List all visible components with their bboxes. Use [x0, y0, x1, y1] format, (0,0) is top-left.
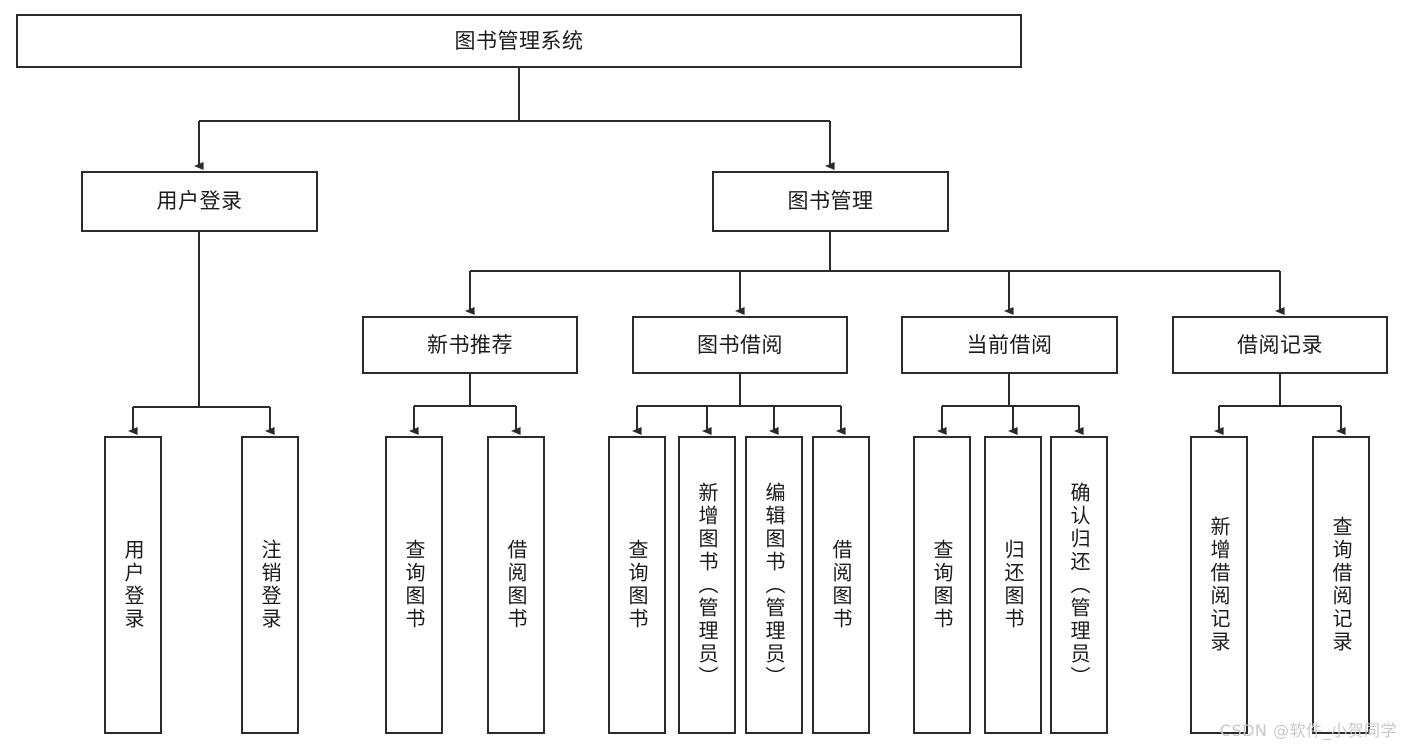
node-leaf-query-book-recommend-label: 查询图书 [402, 539, 426, 631]
node-borrow-record[interactable]: 借阅记录 [1172, 316, 1388, 374]
node-leaf-query-borrow-record[interactable]: 查询借阅记录 [1312, 436, 1370, 734]
node-leaf-edit-book-admin-label: 编辑图书（管理员） [762, 481, 786, 689]
node-leaf-user-logout[interactable]: 注销登录 [241, 436, 299, 734]
node-leaf-confirm-return-admin[interactable]: 确认归还（管理员） [1050, 436, 1108, 734]
node-leaf-query-borrow-record-label: 查询借阅记录 [1329, 516, 1353, 654]
node-current-borrow[interactable]: 当前借阅 [901, 316, 1118, 374]
node-leaf-query-book-current[interactable]: 查询图书 [913, 436, 971, 734]
node-leaf-add-book-admin-label: 新增图书（管理员） [695, 481, 719, 689]
node-leaf-borrow-book-borrow[interactable]: 借阅图书 [812, 436, 870, 734]
node-leaf-query-book-borrow[interactable]: 查询图书 [608, 436, 666, 734]
node-new-book-recommend[interactable]: 新书推荐 [362, 316, 578, 374]
node-leaf-user-login-label: 用户登录 [121, 539, 145, 631]
node-leaf-confirm-return-admin-label: 确认归还（管理员） [1067, 481, 1091, 689]
node-leaf-add-borrow-record-label: 新增借阅记录 [1207, 516, 1231, 654]
node-borrow-record-label: 借阅记录 [1237, 332, 1323, 357]
node-user-login-label: 用户登录 [156, 189, 243, 214]
node-leaf-borrow-book-recommend[interactable]: 借阅图书 [487, 436, 545, 734]
node-leaf-borrow-book-recommend-label: 借阅图书 [504, 539, 528, 631]
node-user-login[interactable]: 用户登录 [81, 171, 318, 232]
node-root-system-label: 图书管理系统 [454, 28, 584, 53]
node-leaf-user-logout-label: 注销登录 [258, 539, 282, 631]
node-leaf-return-book-label: 归还图书 [1001, 539, 1025, 631]
node-leaf-edit-book-admin[interactable]: 编辑图书（管理员） [745, 436, 803, 734]
node-leaf-return-book[interactable]: 归还图书 [984, 436, 1042, 734]
node-book-manage[interactable]: 图书管理 [712, 171, 949, 232]
node-book-manage-label: 图书管理 [787, 189, 874, 214]
node-leaf-add-book-admin[interactable]: 新增图书（管理员） [678, 436, 736, 734]
node-leaf-query-book-current-label: 查询图书 [930, 539, 954, 631]
node-leaf-query-book-recommend[interactable]: 查询图书 [385, 436, 443, 734]
node-root-system[interactable]: 图书管理系统 [16, 14, 1022, 68]
node-leaf-add-borrow-record[interactable]: 新增借阅记录 [1190, 436, 1248, 734]
node-leaf-borrow-book-borrow-label: 借阅图书 [829, 539, 853, 631]
node-leaf-query-book-borrow-label: 查询图书 [625, 539, 649, 631]
node-new-book-recommend-label: 新书推荐 [427, 332, 513, 357]
node-leaf-user-login[interactable]: 用户登录 [104, 436, 162, 734]
node-book-borrow[interactable]: 图书借阅 [632, 316, 848, 374]
node-book-borrow-label: 图书借阅 [697, 332, 783, 357]
node-current-borrow-label: 当前借阅 [966, 332, 1053, 357]
